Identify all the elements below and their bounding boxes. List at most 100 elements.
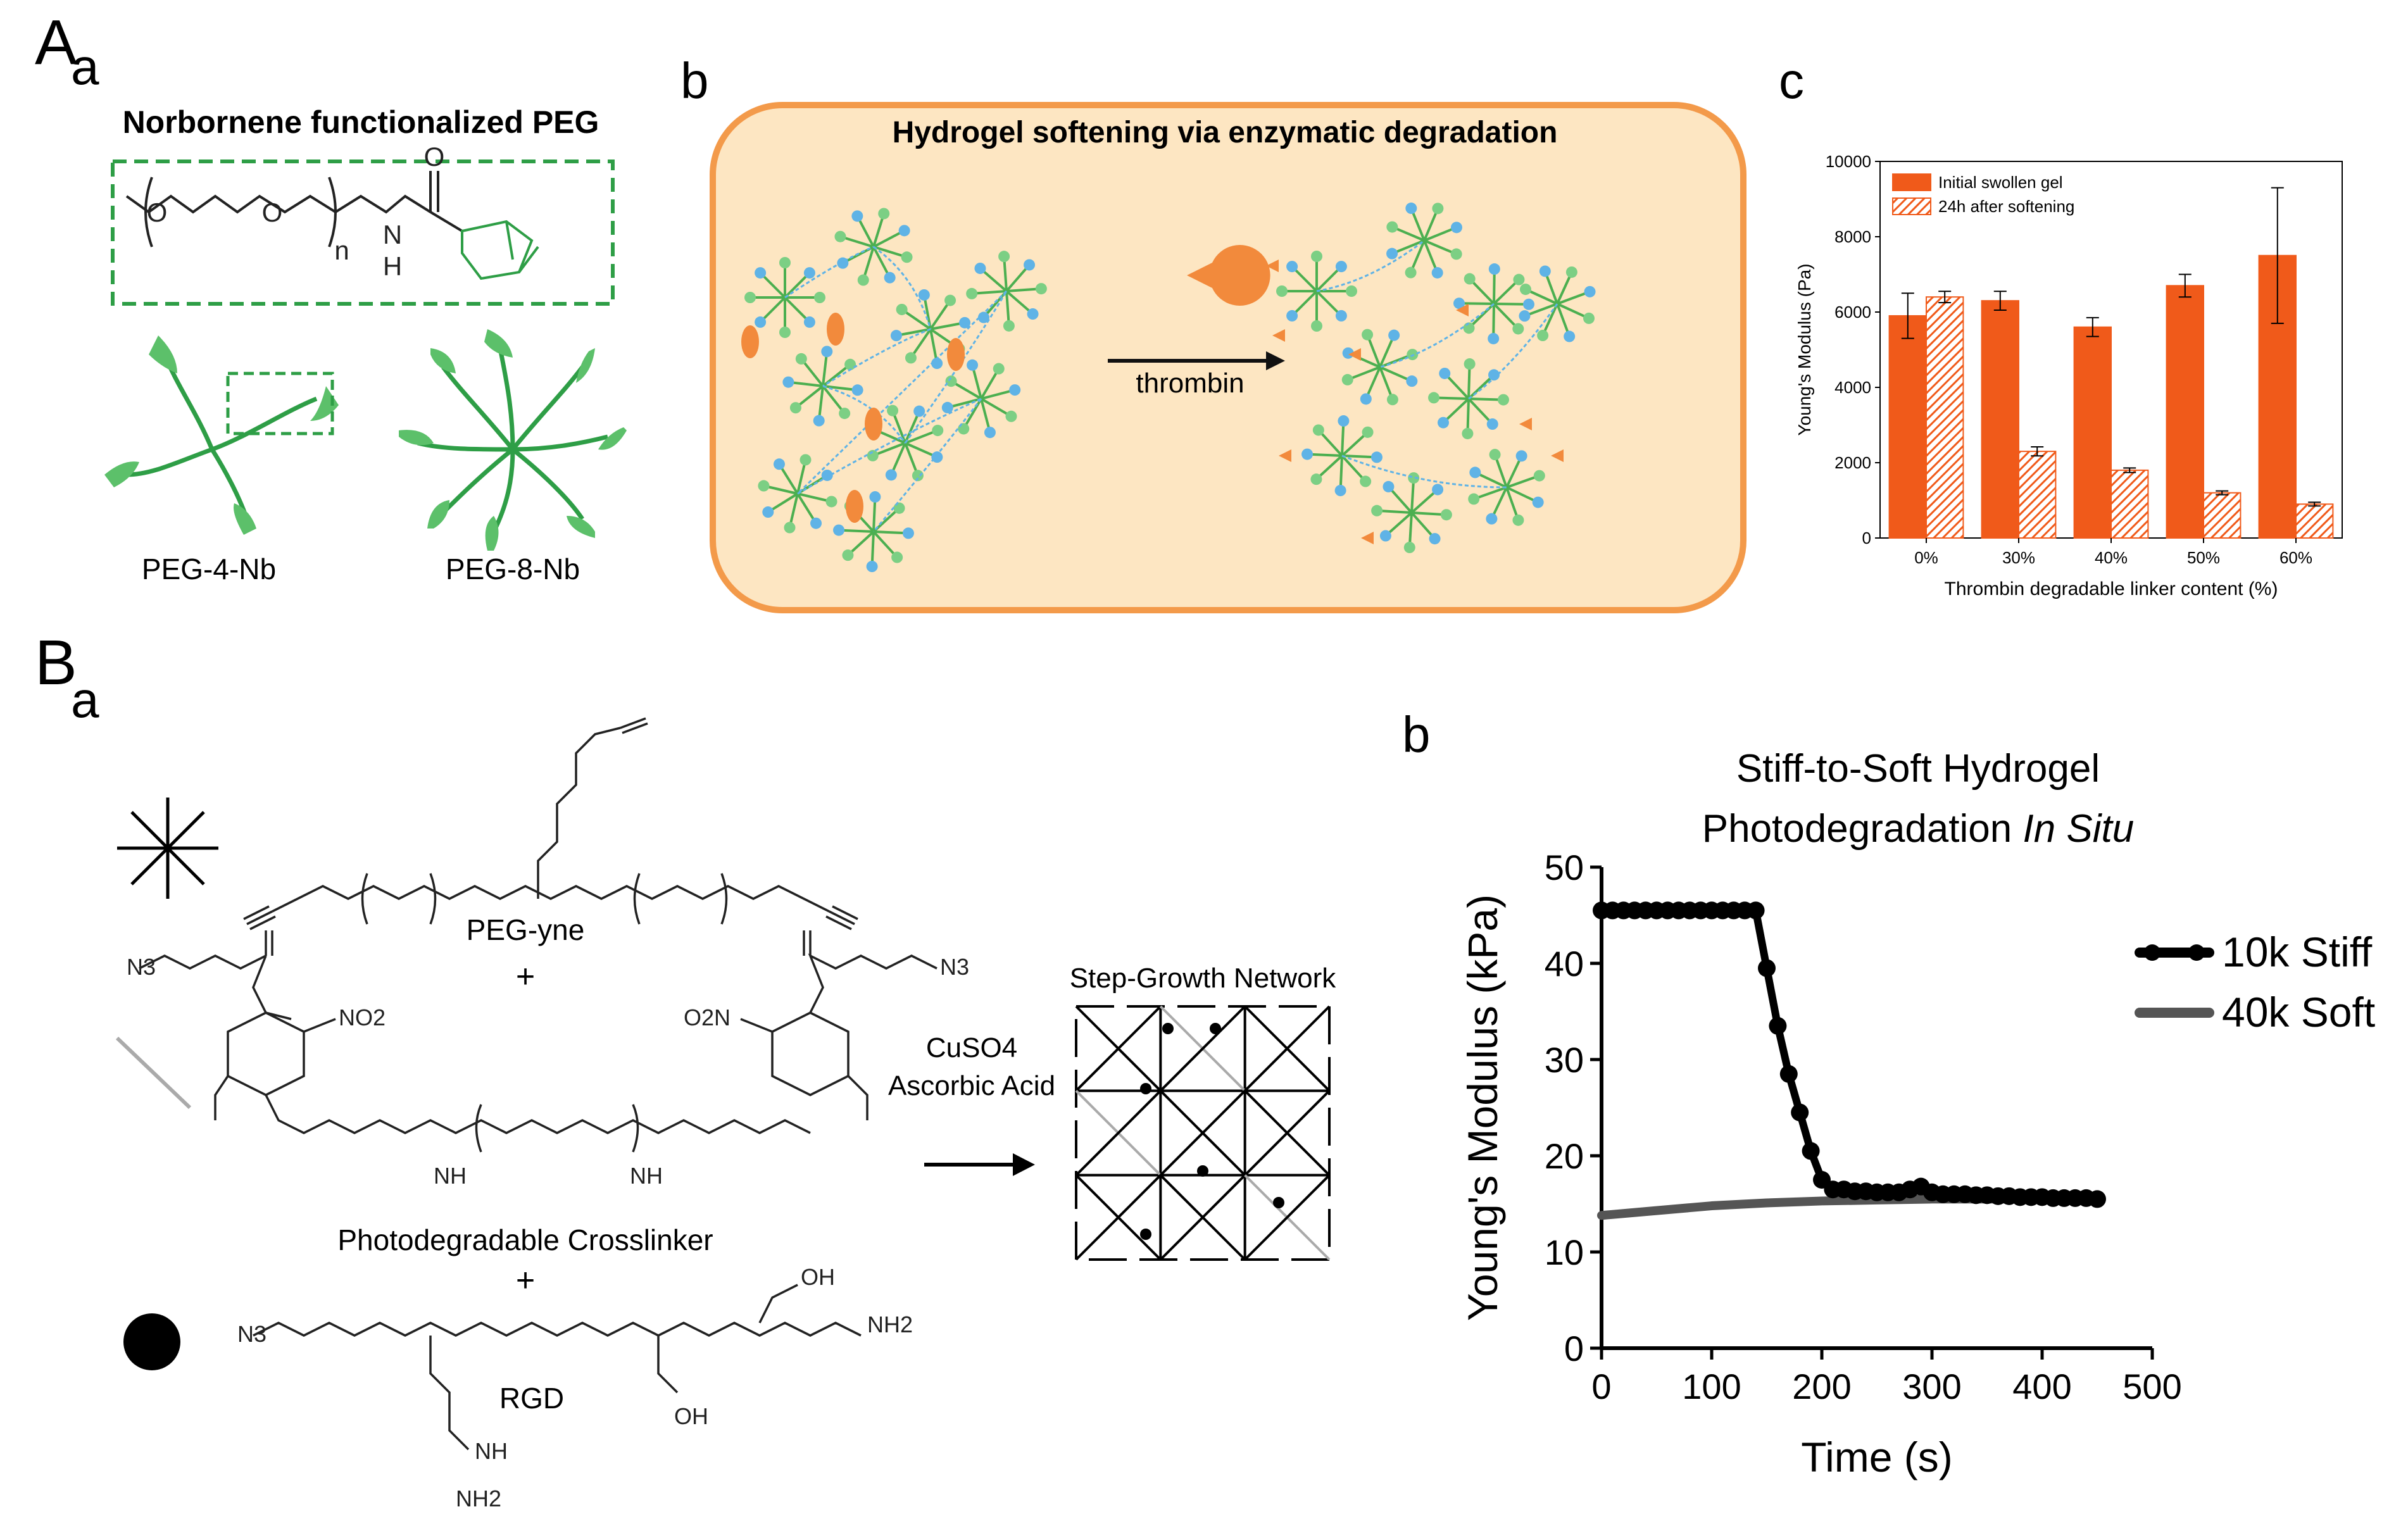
star-arm [1466, 398, 1470, 434]
star-arm [1411, 511, 1447, 516]
no2-left: NO2 [339, 1004, 386, 1030]
star-arm [1384, 511, 1413, 537]
arm-end [813, 415, 825, 427]
star-arm [1467, 373, 1495, 400]
network-diagonal [1075, 1174, 1162, 1261]
star-arm [896, 328, 931, 337]
bar-initial [1981, 300, 2020, 539]
star-arm [839, 235, 874, 248]
star-arm [872, 530, 898, 558]
network-rgd-node [1140, 1229, 1151, 1240]
arm-end [1522, 298, 1534, 310]
x-tick-label: 60% [2279, 548, 2312, 567]
arm-end [1513, 273, 1525, 285]
y-tick-label: 10 [1545, 1232, 1584, 1272]
star-arm [822, 385, 858, 392]
star-arm [1291, 265, 1318, 292]
arm-end [998, 251, 1010, 263]
arm-end [1403, 541, 1415, 553]
rgd-structure [253, 1284, 862, 1451]
panel-Aa: Norbornene functionalized PEG O O n N H … [104, 104, 627, 585]
arm-end [758, 480, 770, 492]
arm-end [1386, 221, 1398, 233]
arm-end [1286, 310, 1298, 322]
panel-label-A-b: b [680, 53, 709, 109]
chart-title-line-1: Stiff-to-Soft Hydrogel [1736, 747, 2100, 791]
network-rgd-node [1210, 1023, 1221, 1034]
legend-swatch [1892, 197, 1931, 215]
cleaved-fragment [1361, 532, 1374, 544]
star-arm [1410, 488, 1439, 514]
star-arm [1341, 420, 1345, 456]
arm-end [789, 402, 801, 414]
star-arm [872, 496, 877, 532]
star-arm [910, 328, 932, 359]
data-point-10k-stiff [1769, 1017, 1787, 1035]
wavy-link [1316, 239, 1425, 292]
star-arm [905, 429, 938, 444]
arm-end [931, 451, 943, 463]
star-arm [1006, 287, 1042, 292]
arm-end [1405, 266, 1417, 278]
data-point-10k-stiff [1779, 1065, 1798, 1083]
star-arm [784, 296, 811, 323]
arm-end [941, 401, 953, 413]
star-arm [1410, 208, 1426, 241]
panel-label-B: B [35, 627, 77, 698]
network-rgd-node [1162, 1023, 1174, 1034]
legend-marker [2144, 944, 2160, 961]
y-tick-label: 10000 [1826, 152, 1871, 171]
arm-end [1362, 328, 1374, 341]
star-arm [1442, 397, 1470, 424]
star-arm [784, 272, 811, 299]
cleaved-fragment [1279, 449, 1291, 462]
arm-end [1486, 513, 1498, 525]
arm-end [1342, 347, 1354, 359]
arm-end [779, 327, 791, 338]
cleavable-site [827, 313, 844, 346]
bar-initial [2166, 285, 2204, 539]
star-arm [788, 380, 824, 387]
arm-end [984, 427, 996, 439]
arm-end [773, 458, 785, 470]
data-point-10k-stiff [2088, 1190, 2106, 1208]
cleaved-fragment [1272, 329, 1285, 342]
arm-end [1464, 358, 1476, 370]
star-arm [1467, 363, 1471, 399]
arm-end [993, 363, 1005, 375]
star-arm [788, 493, 799, 529]
star-arm [1524, 303, 1558, 318]
star-arm [1493, 268, 1496, 304]
rgd-oh-bottom: OH [674, 1403, 708, 1429]
arm-end [905, 352, 917, 364]
panel-label-A-c: c [1779, 53, 1804, 109]
arm-end [1335, 261, 1347, 273]
panel-label-A-a: a [71, 39, 99, 95]
peg-4-nb-icon [126, 353, 318, 520]
star-arm [1506, 486, 1539, 504]
arm-end [866, 560, 878, 572]
arm-end [1024, 259, 1036, 271]
data-point-10k-stiff [1758, 959, 1776, 977]
arm-end [1383, 480, 1395, 492]
star-arm [1341, 454, 1367, 482]
peg-yne-label: PEG-yne [467, 913, 585, 946]
n3-rgd: N3 [237, 1321, 267, 1347]
star-arm [1410, 511, 1436, 540]
arm-end [901, 251, 913, 263]
star-arm [904, 410, 920, 444]
network-diagonal [1244, 1089, 1331, 1177]
arm-end [1468, 493, 1480, 505]
peg-8-nb-icon [417, 347, 608, 533]
arm-end [795, 353, 807, 365]
panel-label-B-b: b [1402, 706, 1431, 763]
star-arm [1541, 303, 1558, 336]
nb-peg-structure [125, 171, 539, 280]
arm-end [833, 524, 845, 536]
arm-end [784, 522, 796, 534]
nb-peg-carbonyl-o: O [424, 142, 445, 172]
rgd-nh2-bottom: NH2 [456, 1486, 501, 1511]
star-icon [117, 798, 218, 899]
arm-end [851, 210, 863, 222]
chart-title-line-2: Photodegradation In Situ [1702, 807, 2135, 851]
